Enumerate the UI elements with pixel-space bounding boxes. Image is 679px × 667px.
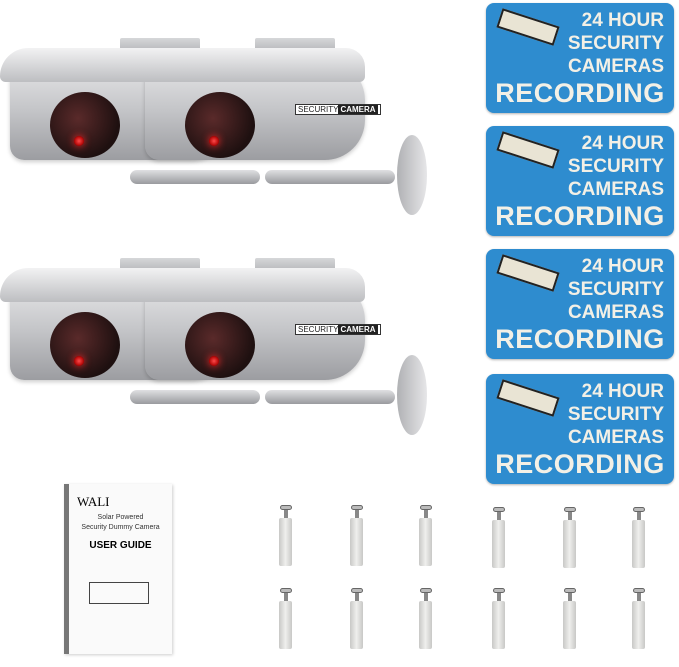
camera-icon: [496, 254, 560, 292]
camera-sketch-icon: [89, 582, 149, 604]
screw-anchor-icon: [348, 505, 364, 567]
screw-anchor-icon: [561, 588, 577, 650]
screw-anchor-icon: [277, 505, 293, 567]
screw-anchor-icon: [490, 507, 506, 569]
led-icon: [209, 136, 219, 146]
camera-icon: [496, 8, 560, 46]
camera-icon: [496, 131, 560, 169]
led-icon: [74, 136, 84, 146]
screw-anchor-icon: [490, 588, 506, 650]
led-icon: [74, 356, 84, 366]
user-guide: WALI Solar Powered Security Dummy Camera…: [64, 484, 172, 654]
screw-anchor-icon: [630, 588, 646, 650]
guide-title: USER GUIDE: [89, 540, 152, 551]
screw-anchor-icon: [417, 505, 433, 567]
screw-anchor-icon: [348, 588, 364, 650]
brand-logo: WALI: [77, 494, 110, 509]
screw-anchor-icon: [417, 588, 433, 650]
screw-anchor-icon: [630, 507, 646, 569]
led-icon: [209, 356, 219, 366]
camera-icon: [496, 379, 560, 417]
screw-anchor-icon: [561, 507, 577, 569]
screw-anchor-icon: [277, 588, 293, 650]
